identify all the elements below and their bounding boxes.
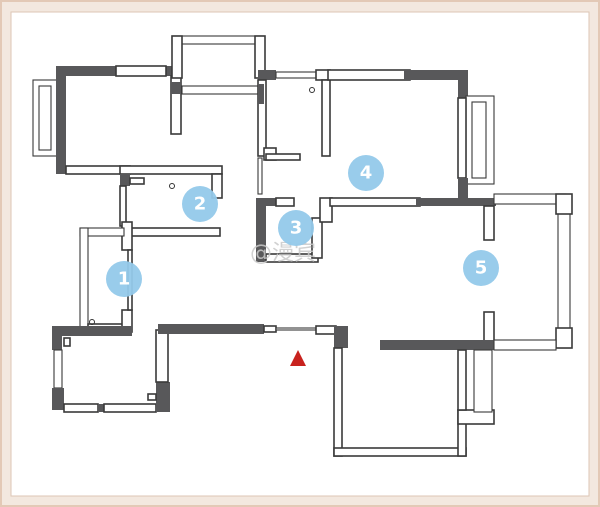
room-marker-3: 3 bbox=[278, 210, 314, 246]
room-marker-1-label: 1 bbox=[118, 269, 131, 290]
room-marker-3-label: 3 bbox=[290, 218, 303, 239]
room-marker-1: 1 bbox=[106, 261, 142, 297]
room-marker-4: 4 bbox=[348, 155, 384, 191]
watermark: @漫宾 bbox=[250, 241, 316, 266]
room-marker-5: 5 bbox=[463, 250, 499, 286]
room-marker-2-label: 2 bbox=[194, 194, 207, 215]
room-3-bathroom bbox=[256, 197, 496, 263]
room-marker-4-label: 4 bbox=[360, 163, 373, 184]
room-bottom-right bbox=[333, 347, 495, 457]
room-top-left bbox=[32, 65, 182, 175]
kitchen bbox=[257, 69, 331, 195]
room-4 bbox=[327, 69, 495, 198]
central-wall bbox=[158, 324, 348, 348]
room-marker-2: 2 bbox=[182, 186, 218, 222]
entrance-arrow-icon bbox=[290, 350, 306, 366]
room-5 bbox=[380, 193, 573, 351]
room-bottom-left bbox=[52, 326, 170, 413]
room-marker-5-label: 5 bbox=[475, 258, 488, 279]
